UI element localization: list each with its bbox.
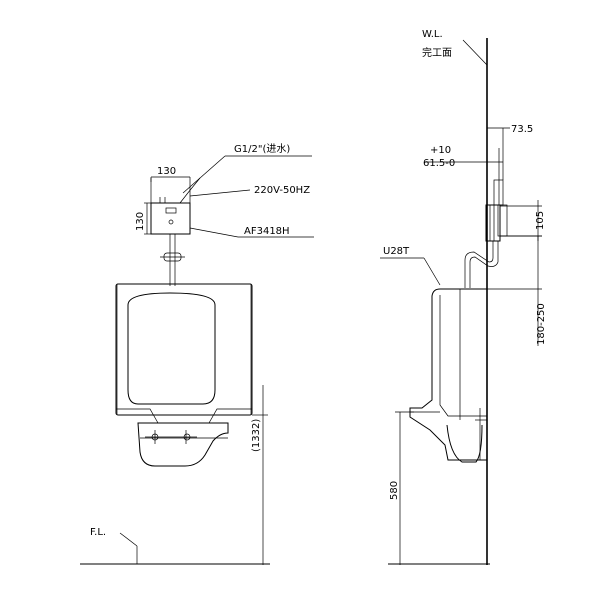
inlet-label: G1/2"(进水) [234,143,290,155]
flush-pipe-side [464,241,494,288]
dim-73-5-label: 73.5 [511,124,533,135]
dim-105-label: 105 [535,211,546,230]
leader-urinal [423,257,441,286]
urinal-trap-side [446,424,483,463]
fl-label: F.L. [90,527,106,538]
leader-power [189,189,251,197]
urinal-side-body [409,288,487,461]
dim-180-250-label: 180-250 [536,303,547,345]
sensor-box [150,202,191,235]
urinal-bowl [127,292,216,405]
dim-1332-label: (1332) [251,419,262,452]
dim-plus10-label: +10 [430,145,451,156]
valve-body [493,179,504,206]
urinal-front-body [115,283,253,416]
side-view: W.L. 完工面 73.5 +10 61.5-0 105 180-250 U28… [380,29,547,565]
power-label: 220V-50HZ [254,185,310,196]
finish-label: 完工面 [422,46,452,59]
sensor-window [165,207,177,214]
leader-model [189,227,239,238]
model-label: AF3418H [244,226,290,237]
dim-130-side-label: 130 [135,212,146,231]
urinal-model-label: U28T [383,246,410,257]
dim-580-label: 580 [389,481,400,500]
front-view: 130 130 G1/2"(进水) 220V-50HZ AF3418H [80,143,314,565]
dim-61-5-label: 61.5-0 [423,158,455,169]
urinal-trap-front [137,422,229,467]
dim-130-top-label: 130 [157,166,176,177]
wl-label: W.L. [422,29,443,40]
sensor-eye [168,219,174,225]
leader-inlet [182,155,226,194]
